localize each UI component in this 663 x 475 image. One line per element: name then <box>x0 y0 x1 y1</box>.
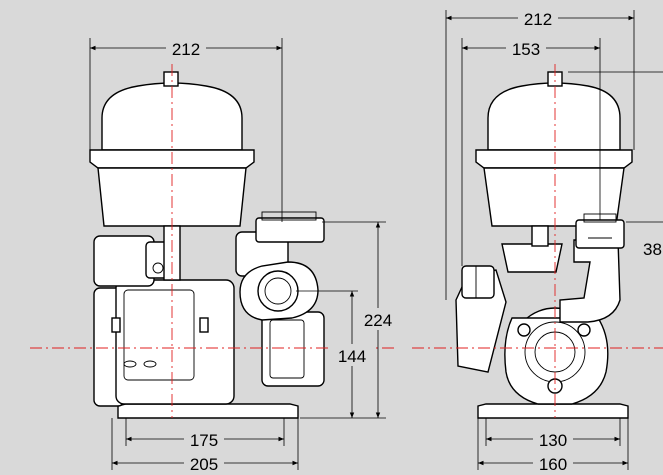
front-switch-top <box>255 217 325 243</box>
front-dim-height-outlet: 144 <box>296 290 372 418</box>
front-base-inner-label: 175 <box>190 431 218 450</box>
front-view <box>30 64 395 419</box>
front-control-knob <box>152 262 164 274</box>
front-leg-left <box>111 317 121 333</box>
front-motor-feet-left <box>123 360 137 368</box>
side-bolt-right <box>577 323 591 337</box>
side-base-outer-label: 160 <box>539 455 567 470</box>
side-dim-width-top: 212 <box>445 8 635 300</box>
front-switch-cap <box>261 211 317 221</box>
side-discharge-elbow <box>559 239 621 323</box>
front-tank-valve <box>163 71 179 87</box>
front-pump-head-inner <box>269 319 305 379</box>
front-width-top-label: 212 <box>172 40 200 59</box>
side-base-plate <box>477 403 629 419</box>
side-dim-base-outer: 160 <box>477 418 629 474</box>
front-dim-base-outer: 205 <box>111 418 299 474</box>
front-dim-width-top: 212 <box>89 38 283 222</box>
front-outlet-port-inner <box>264 277 292 305</box>
side-dim-base-inner: 130 <box>485 418 621 450</box>
front-height-total-label: 224 <box>364 311 392 330</box>
side-height-partial-label: 38 <box>643 240 662 259</box>
front-dim-height-total: 224 <box>300 221 400 419</box>
front-dim-base-inner: 175 <box>125 418 285 450</box>
side-manifold-cap <box>531 225 549 247</box>
side-base-inner-label: 130 <box>539 431 567 450</box>
front-outlet-port <box>257 270 299 312</box>
front-pump-head <box>261 311 325 387</box>
side-pressure-switch <box>575 219 625 249</box>
side-bolt-left <box>517 323 531 337</box>
side-width-top-label: 212 <box>524 10 552 29</box>
front-control-box <box>93 235 155 287</box>
front-leg-right <box>199 317 209 333</box>
side-width-inner-label: 153 <box>512 40 540 59</box>
side-tank-waist <box>475 149 633 169</box>
front-base-outer-label: 205 <box>190 455 218 470</box>
side-manifold <box>501 243 563 273</box>
front-motor-feet-right <box>143 360 157 368</box>
front-motor-panel <box>123 289 195 381</box>
side-tank-lower <box>483 167 625 227</box>
side-dim-height-partial: 38 <box>568 71 663 259</box>
side-motor-terminal <box>461 265 495 299</box>
front-motor-body <box>115 279 235 405</box>
front-height-outlet-label: 144 <box>338 347 366 366</box>
front-base-plate <box>117 403 299 419</box>
side-dim-width-inner: 153 <box>461 38 601 266</box>
side-view <box>412 64 663 419</box>
